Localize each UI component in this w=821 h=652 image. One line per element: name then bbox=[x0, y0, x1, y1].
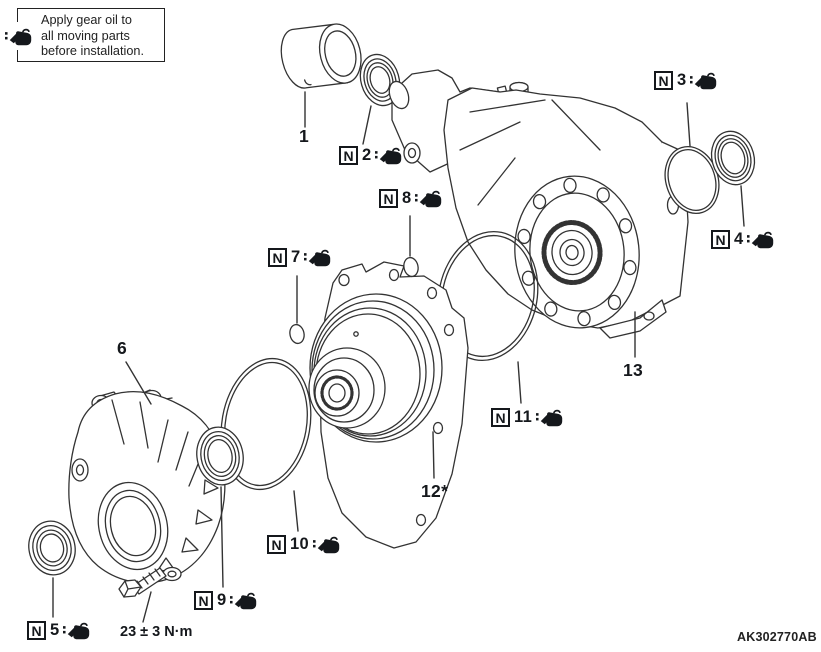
oil-can-icon bbox=[415, 188, 442, 209]
part-number: 1 bbox=[299, 126, 310, 146]
callout-1: 1 bbox=[299, 126, 309, 147]
callout-13: 13 bbox=[623, 360, 643, 381]
oil-can-icon bbox=[690, 70, 717, 91]
callout-3: N 3 bbox=[654, 70, 717, 91]
new-part-symbol: N bbox=[194, 591, 213, 610]
callout-6: 6 bbox=[117, 338, 127, 359]
part-4-seal bbox=[710, 130, 756, 186]
part-number: 2 bbox=[362, 146, 372, 164]
oil-can-icon bbox=[313, 534, 340, 555]
oil-can-icon bbox=[230, 590, 257, 611]
callout-10: N 10 bbox=[267, 534, 340, 555]
new-part-symbol: N bbox=[339, 146, 358, 165]
oil-can-icon bbox=[375, 145, 402, 166]
callout-2: N 2 bbox=[339, 145, 402, 166]
part-5-seal bbox=[28, 520, 76, 576]
part-1-sleeve bbox=[280, 23, 362, 89]
part-13-transfer-case bbox=[388, 69, 689, 339]
callout-5: N 5 bbox=[27, 620, 90, 641]
oil-can-icon bbox=[536, 407, 563, 428]
new-part-symbol: N bbox=[268, 248, 287, 267]
new-part-symbol: N bbox=[654, 71, 673, 90]
part-6-housing bbox=[68, 389, 226, 584]
part-number: 13 bbox=[623, 360, 644, 380]
torque-spec: 23 ± 3 N·m bbox=[120, 624, 193, 640]
callout-7: N 7 bbox=[268, 247, 331, 268]
part-number: 5 bbox=[50, 621, 60, 639]
part-7-oring bbox=[289, 323, 305, 345]
new-part-symbol: N bbox=[711, 230, 730, 249]
part-number: 6 bbox=[117, 338, 128, 358]
part-12-coupling bbox=[308, 261, 469, 549]
part-9-seal bbox=[196, 426, 244, 486]
part-10-oring bbox=[220, 357, 312, 491]
flange-bolt bbox=[118, 567, 167, 598]
oil-can-icon bbox=[63, 620, 90, 641]
part-number: 8 bbox=[402, 189, 412, 207]
callout-4: N 4 bbox=[711, 229, 774, 250]
callout-9: N 9 bbox=[194, 590, 257, 611]
part-number: 10 bbox=[290, 535, 309, 553]
part-number: 12* bbox=[421, 481, 449, 501]
oil-can-icon bbox=[747, 229, 774, 250]
new-part-symbol: N bbox=[27, 621, 46, 640]
callout-8: N 8 bbox=[379, 188, 442, 209]
part-number: 9 bbox=[217, 591, 227, 609]
note-line: Apply gear oil to bbox=[41, 13, 132, 27]
note-line: all moving parts bbox=[41, 28, 130, 43]
new-part-symbol: N bbox=[379, 189, 398, 208]
part-number: 7 bbox=[291, 248, 301, 266]
new-part-symbol: N bbox=[491, 408, 510, 427]
part-number: 4 bbox=[734, 230, 744, 248]
callout-11: N 11 bbox=[491, 407, 563, 428]
figure-code: AK302770AB bbox=[737, 630, 817, 644]
leader-lines bbox=[52, 91, 745, 623]
oil-can-icon bbox=[0, 22, 36, 50]
callout-12: 12* bbox=[421, 481, 448, 502]
part-8-oring bbox=[403, 256, 419, 278]
part-number: 3 bbox=[677, 71, 687, 89]
new-part-symbol: N bbox=[267, 535, 286, 554]
note-line: before installation. bbox=[41, 44, 144, 58]
part-number: 11 bbox=[514, 408, 533, 426]
gear-oil-note: Apply gear oil to all moving parts befor… bbox=[0, 8, 165, 62]
oil-can-icon bbox=[304, 247, 331, 268]
